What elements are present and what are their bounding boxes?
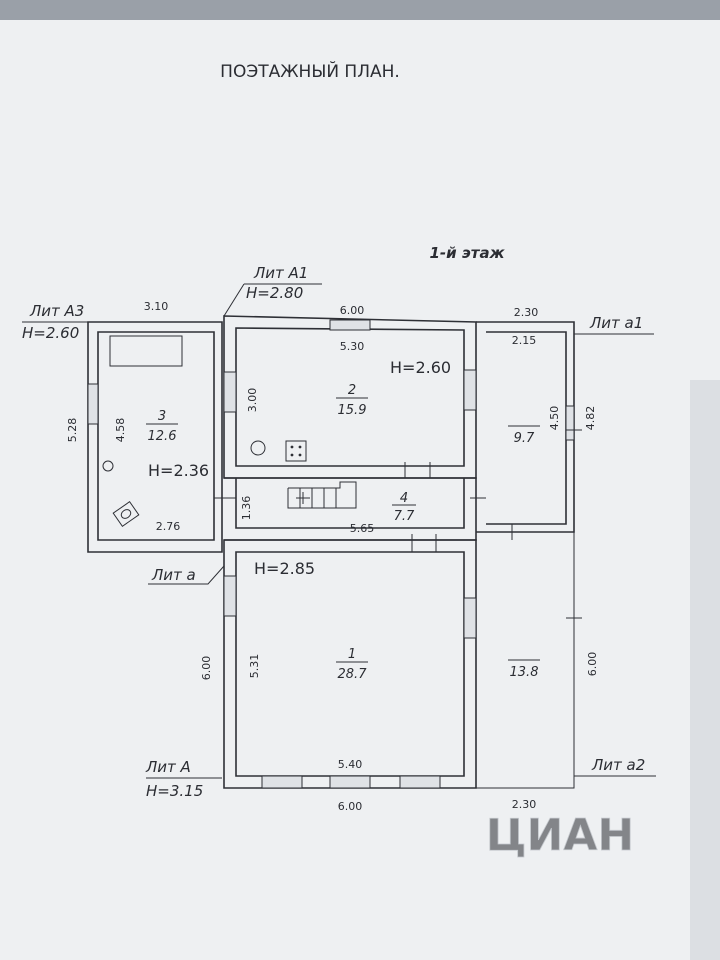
window-a3-left	[87, 383, 99, 425]
dim-room97-outer: 4.82	[584, 406, 597, 431]
boiler-symbol	[102, 460, 114, 472]
dim-top-right-outer: 2.30	[514, 306, 539, 319]
dim-left-a3-inner: 4.58	[114, 418, 127, 443]
window-room1-bottom-left	[261, 775, 303, 789]
window-room1-right	[463, 597, 477, 639]
room4-area: 7.7	[394, 509, 415, 524]
window-room2-right	[463, 369, 477, 411]
dim-top-mid-inner: 5.30	[340, 340, 365, 353]
dim-room2-height: 3.00	[246, 388, 259, 413]
leader-lit-a1	[223, 283, 322, 317]
watermark: ЦИАН	[486, 810, 635, 861]
stairs	[287, 481, 357, 509]
lit-a1-name: Лит А1	[253, 264, 308, 282]
lit-a3-name: Лит А3	[29, 302, 84, 320]
plan-title: ПОЭТАЖНЫЙ ПЛАН.	[220, 60, 400, 82]
lit-la2-name: Лит а2	[591, 756, 645, 774]
room3-height: H=2.36	[148, 461, 209, 480]
wall-room4-inner	[235, 478, 465, 529]
lit-a3-height: H=2.60	[22, 324, 79, 342]
dim-top-mid-outer: 6.00	[340, 304, 365, 317]
dim-hall-length: 5.65	[350, 522, 375, 535]
room2-height: H=2.60	[390, 358, 451, 377]
room3-number: 3	[158, 409, 166, 424]
window-room2-top	[329, 319, 371, 331]
dim-bottom-right: 2.30	[512, 798, 537, 811]
room3-area: 12.6	[148, 429, 177, 444]
lit-a1-height: H=2.80	[246, 284, 303, 302]
paper-background	[0, 18, 720, 960]
lit-la-name: Лит а	[151, 566, 196, 584]
dim-top-left: 3.10	[144, 300, 169, 313]
paper-top-shadow	[0, 0, 720, 20]
room1-area: 28.7	[338, 667, 368, 682]
dim-lit-a-left: 6.00	[200, 656, 213, 681]
wall-room2-inner	[235, 327, 465, 467]
toilet-fixture	[112, 501, 140, 527]
dim-bottom-outer: 6.00	[338, 800, 363, 813]
paper-right-shadow	[690, 380, 720, 960]
room97-area: 9.7	[514, 431, 535, 446]
dim-hall-width: 1.36	[240, 496, 253, 521]
room2-area: 15.9	[338, 403, 367, 418]
room4-number: 4	[400, 491, 408, 506]
window-room1-bottom-mid	[329, 775, 371, 789]
window-room1-bottom-right	[399, 775, 441, 789]
dim-room3-bottom: 2.76	[156, 520, 181, 533]
wall-room1-inner	[235, 551, 465, 777]
dim-left-a3-outer: 5.28	[66, 418, 79, 443]
wall-lit-a3-inner	[97, 331, 215, 541]
window-room97-right	[565, 405, 575, 441]
lit-A-name: Лит А	[145, 758, 191, 776]
lit-la1-name: Лит а1	[589, 314, 643, 332]
room1-height: H=2.85	[254, 559, 315, 578]
wall-lit-a2	[476, 531, 575, 789]
dim-room97-inner: 4.50	[548, 406, 561, 431]
leader-lit-la	[148, 565, 225, 585]
dim-top-right-inner: 2.15	[512, 334, 537, 347]
room2-number: 2	[348, 383, 356, 398]
bath-fixture	[109, 335, 183, 367]
window-room2-left	[223, 371, 237, 413]
stove-fixture	[285, 440, 307, 462]
dim-right-a2: 6.00	[586, 652, 599, 677]
sink-fixture	[250, 440, 266, 456]
wall-lit-a3-outer	[87, 321, 223, 553]
room138-area: 13.8	[510, 665, 539, 680]
floor-label: 1-й этаж	[429, 244, 505, 262]
window-room1-left	[223, 575, 237, 617]
dim-room1-inner: 5.31	[248, 654, 261, 679]
lit-A-height: H=3.15	[146, 782, 203, 800]
dim-room1-bottom-inner: 5.40	[338, 758, 363, 771]
room1-number: 1	[348, 647, 356, 662]
